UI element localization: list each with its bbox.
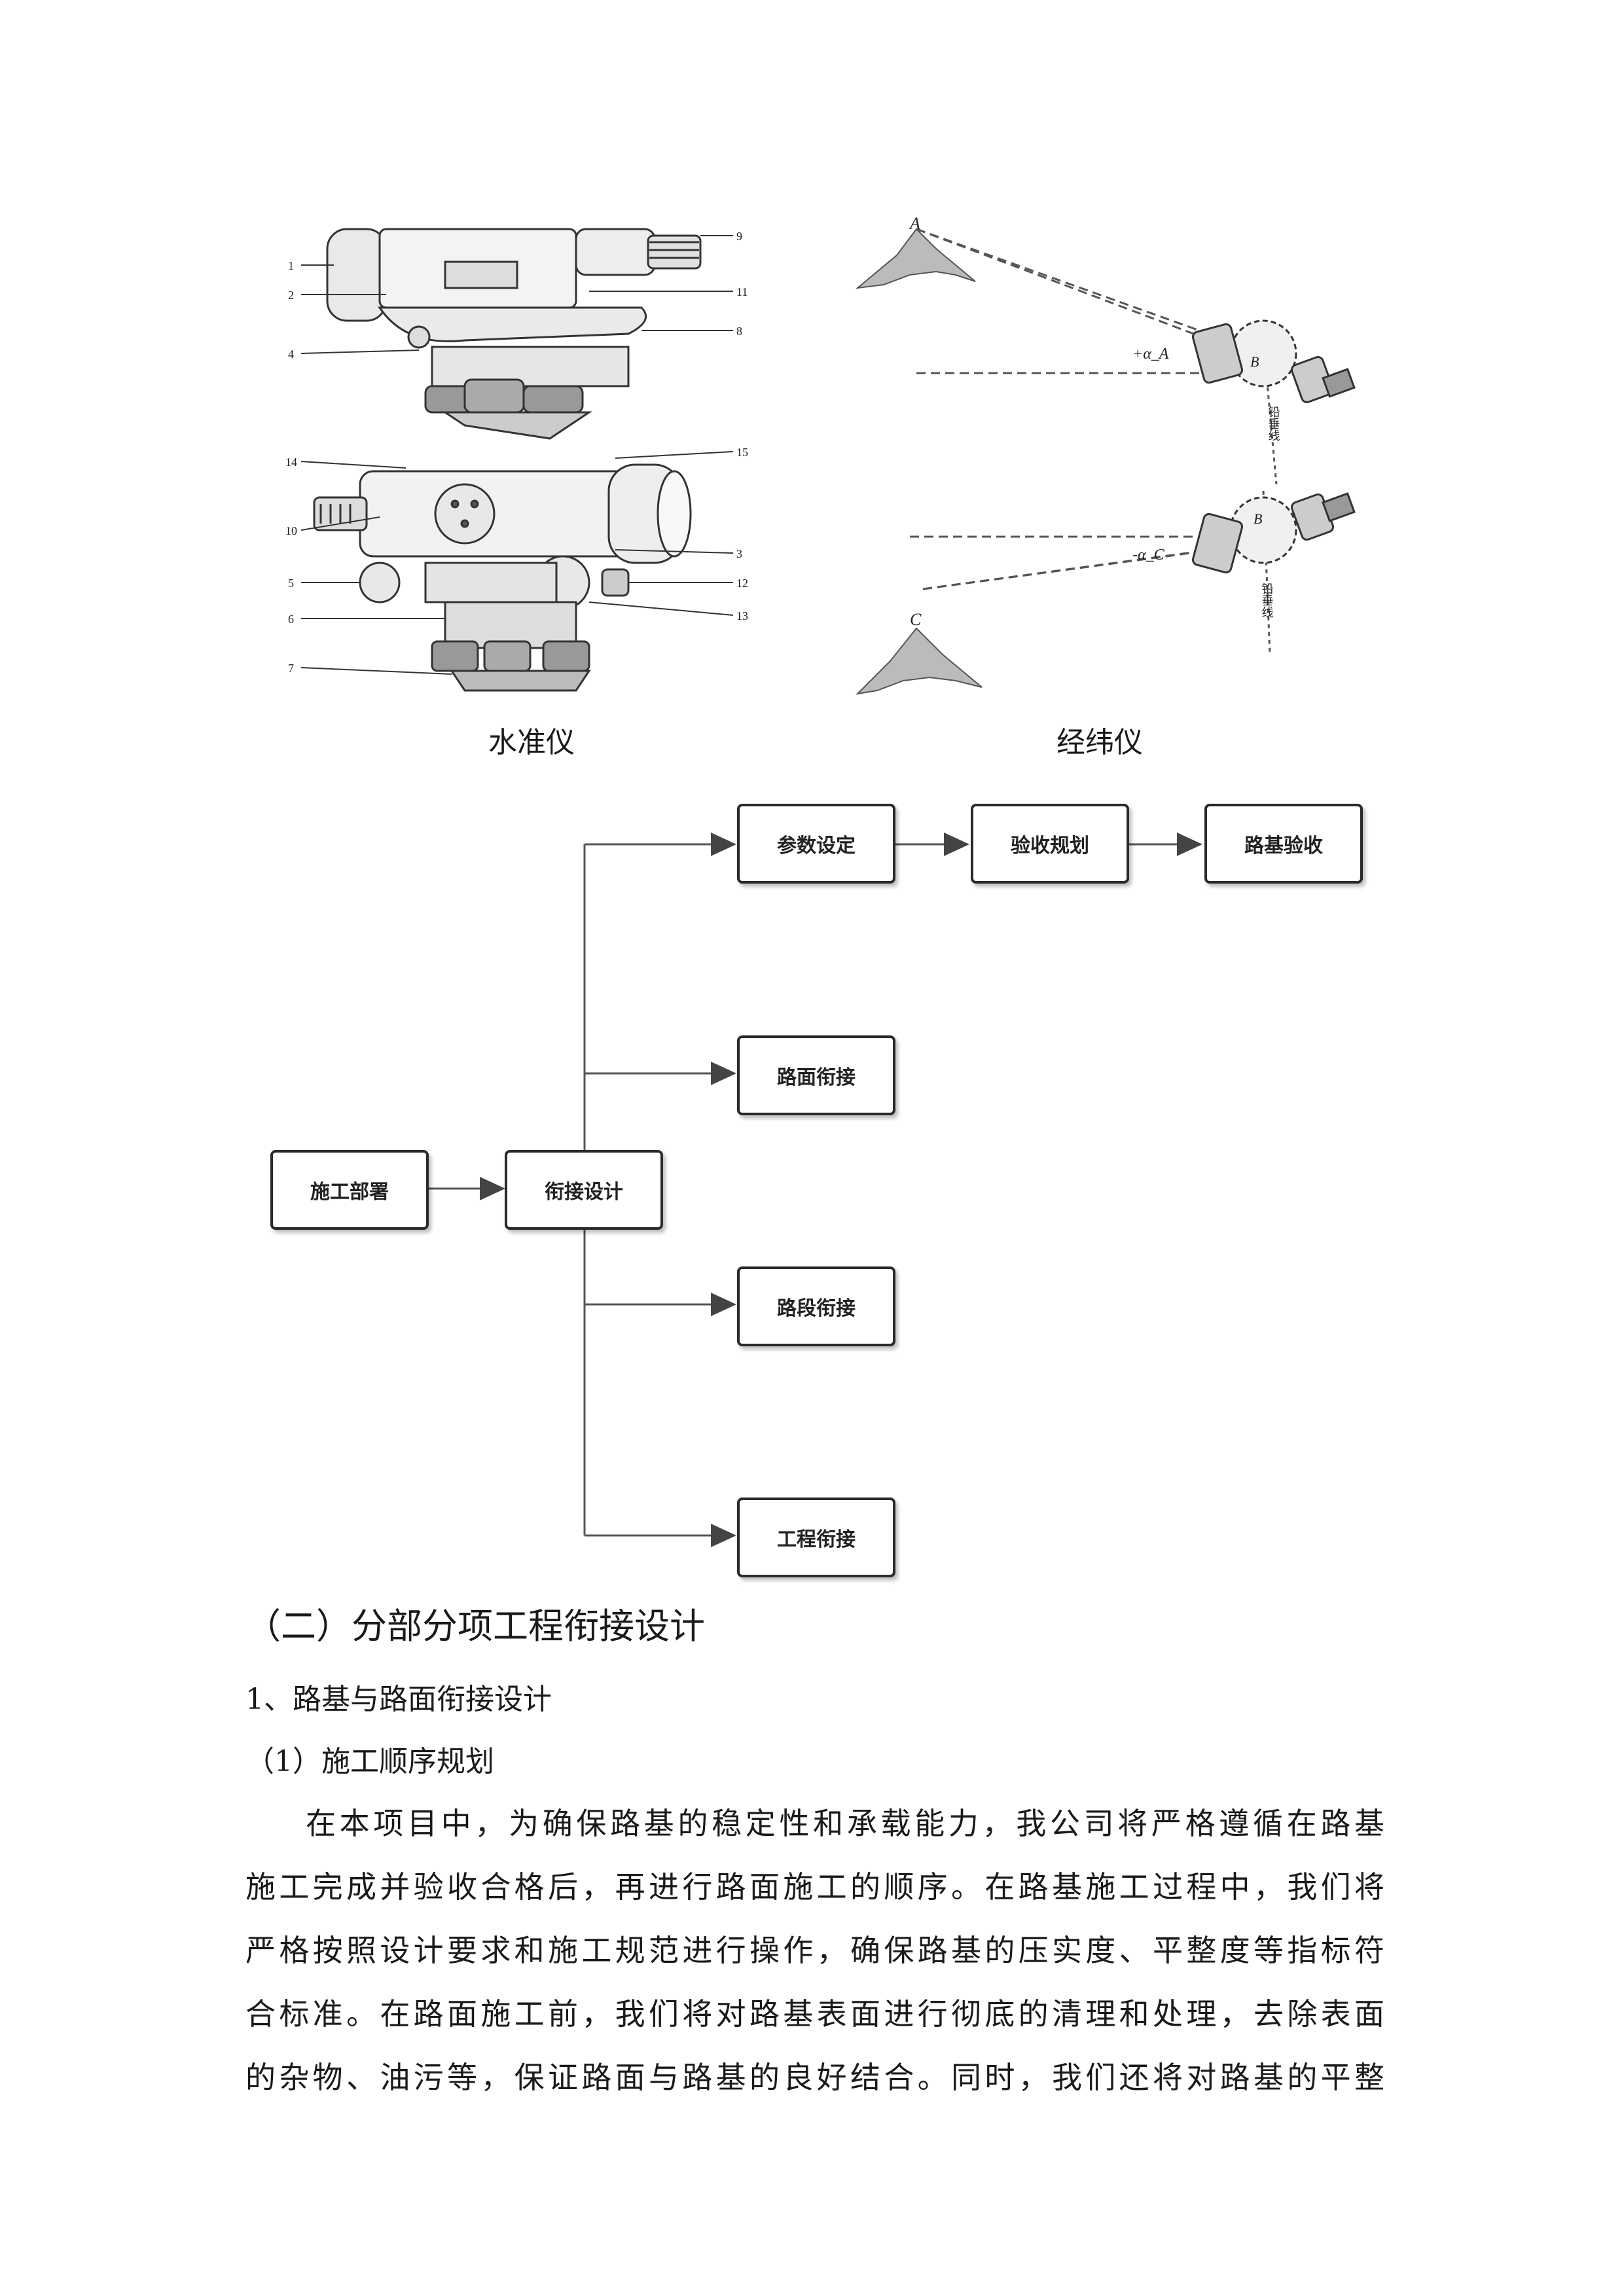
subsection-heading: 1、路基与路面衔接设计	[245, 1683, 552, 1716]
level-callout-numbers: 1 2 4 9 11 8 14 15 10 3 5 12 6 13 7	[285, 230, 748, 675]
paragraph-line: 施工完成并验收合格后，再进行路面施工的顺序。在路基施工过程中，我们将	[245, 1869, 1384, 1905]
flow-node-acceptance-planning: 验收规划	[971, 804, 1129, 884]
callout-number: 14	[285, 456, 297, 469]
point-b-label-bottom: B	[1254, 511, 1262, 527]
callout-number: 12	[736, 577, 748, 590]
theodolite-bottom	[1191, 492, 1356, 574]
vertical-line-label-bottom: 铅垂线	[1260, 583, 1274, 618]
flow-node-road-section-connection: 路段衔接	[737, 1266, 895, 1346]
mountain-a	[855, 228, 976, 289]
point-a-label: A	[909, 214, 920, 233]
flow-node-engineering-connection: 工程衔接	[737, 1498, 895, 1577]
level-instrument-figure: 1 2 4 9 11 8 14 15 10 3 5 12 6 13 7	[285, 228, 748, 692]
vertical-line-label-top: 铅垂线	[1267, 406, 1280, 441]
subsubsection-heading: （1）施工顺序规划	[245, 1745, 494, 1778]
callout-number: 15	[736, 446, 748, 459]
callout-number: 4	[288, 348, 294, 361]
level-top-view	[326, 228, 702, 440]
angle-label-a: +α_A	[1132, 346, 1169, 363]
callout-number: 8	[736, 325, 742, 338]
level-bottom-view	[313, 463, 692, 692]
theodolite-figure: A +α_A B 铅垂线 -α_C B 铅垂线 C	[855, 214, 1356, 695]
flow-node-connection-design: 衔接设计	[505, 1150, 663, 1230]
point-c-label: C	[910, 610, 922, 629]
body-paragraph: 在本项目中，为确保路基的稳定性和承载能力，我公司将严格遵循在路基 施工完成并验收…	[245, 1792, 1384, 2109]
flow-node-construction-deployment: 施工部署	[270, 1150, 429, 1230]
angle-label-c: -α_C	[1132, 547, 1165, 564]
theodolite-top	[1191, 319, 1356, 403]
mountain-c	[856, 627, 983, 695]
callout-number: 3	[736, 547, 742, 560]
paragraph-line: 的杂物、油污等，保证路面与路基的良好结合。同时，我们还将对路基的平整	[245, 2060, 1384, 2095]
paragraph-line: 严格按照设计要求和施工规范进行操作，确保路基的压实度、平整度等指标符	[245, 1933, 1384, 1968]
point-b-label-top: B	[1250, 353, 1259, 370]
level-caption: 水准仪	[488, 726, 575, 759]
callout-number: 2	[288, 289, 294, 302]
callout-number: 7	[288, 662, 294, 675]
paragraph-line: 合标准。在路面施工前，我们将对路基表面进行彻底的清理和处理，去除表面	[245, 1996, 1384, 2032]
level-leader-lines	[300, 235, 734, 675]
callout-number: 10	[285, 524, 297, 537]
callout-number: 5	[288, 577, 294, 590]
callout-number: 9	[736, 230, 742, 243]
flow-node-subgrade-acceptance: 路基验收	[1204, 804, 1363, 884]
callout-number: 13	[736, 609, 748, 622]
theodolite-caption: 经纬仪	[1056, 726, 1143, 759]
flow-node-road-surface-connection: 路面衔接	[737, 1035, 895, 1115]
section-heading: （二）分部分项工程衔接设计	[245, 1605, 705, 1647]
callout-number: 6	[288, 613, 294, 626]
paragraph-line: 在本项目中，为确保路基的稳定性和承载能力，我公司将严格遵循在路基	[306, 1806, 1384, 1841]
callout-number: 1	[288, 259, 294, 272]
flow-node-parameter-setting: 参数设定	[737, 804, 895, 884]
callout-number: 11	[736, 285, 748, 298]
